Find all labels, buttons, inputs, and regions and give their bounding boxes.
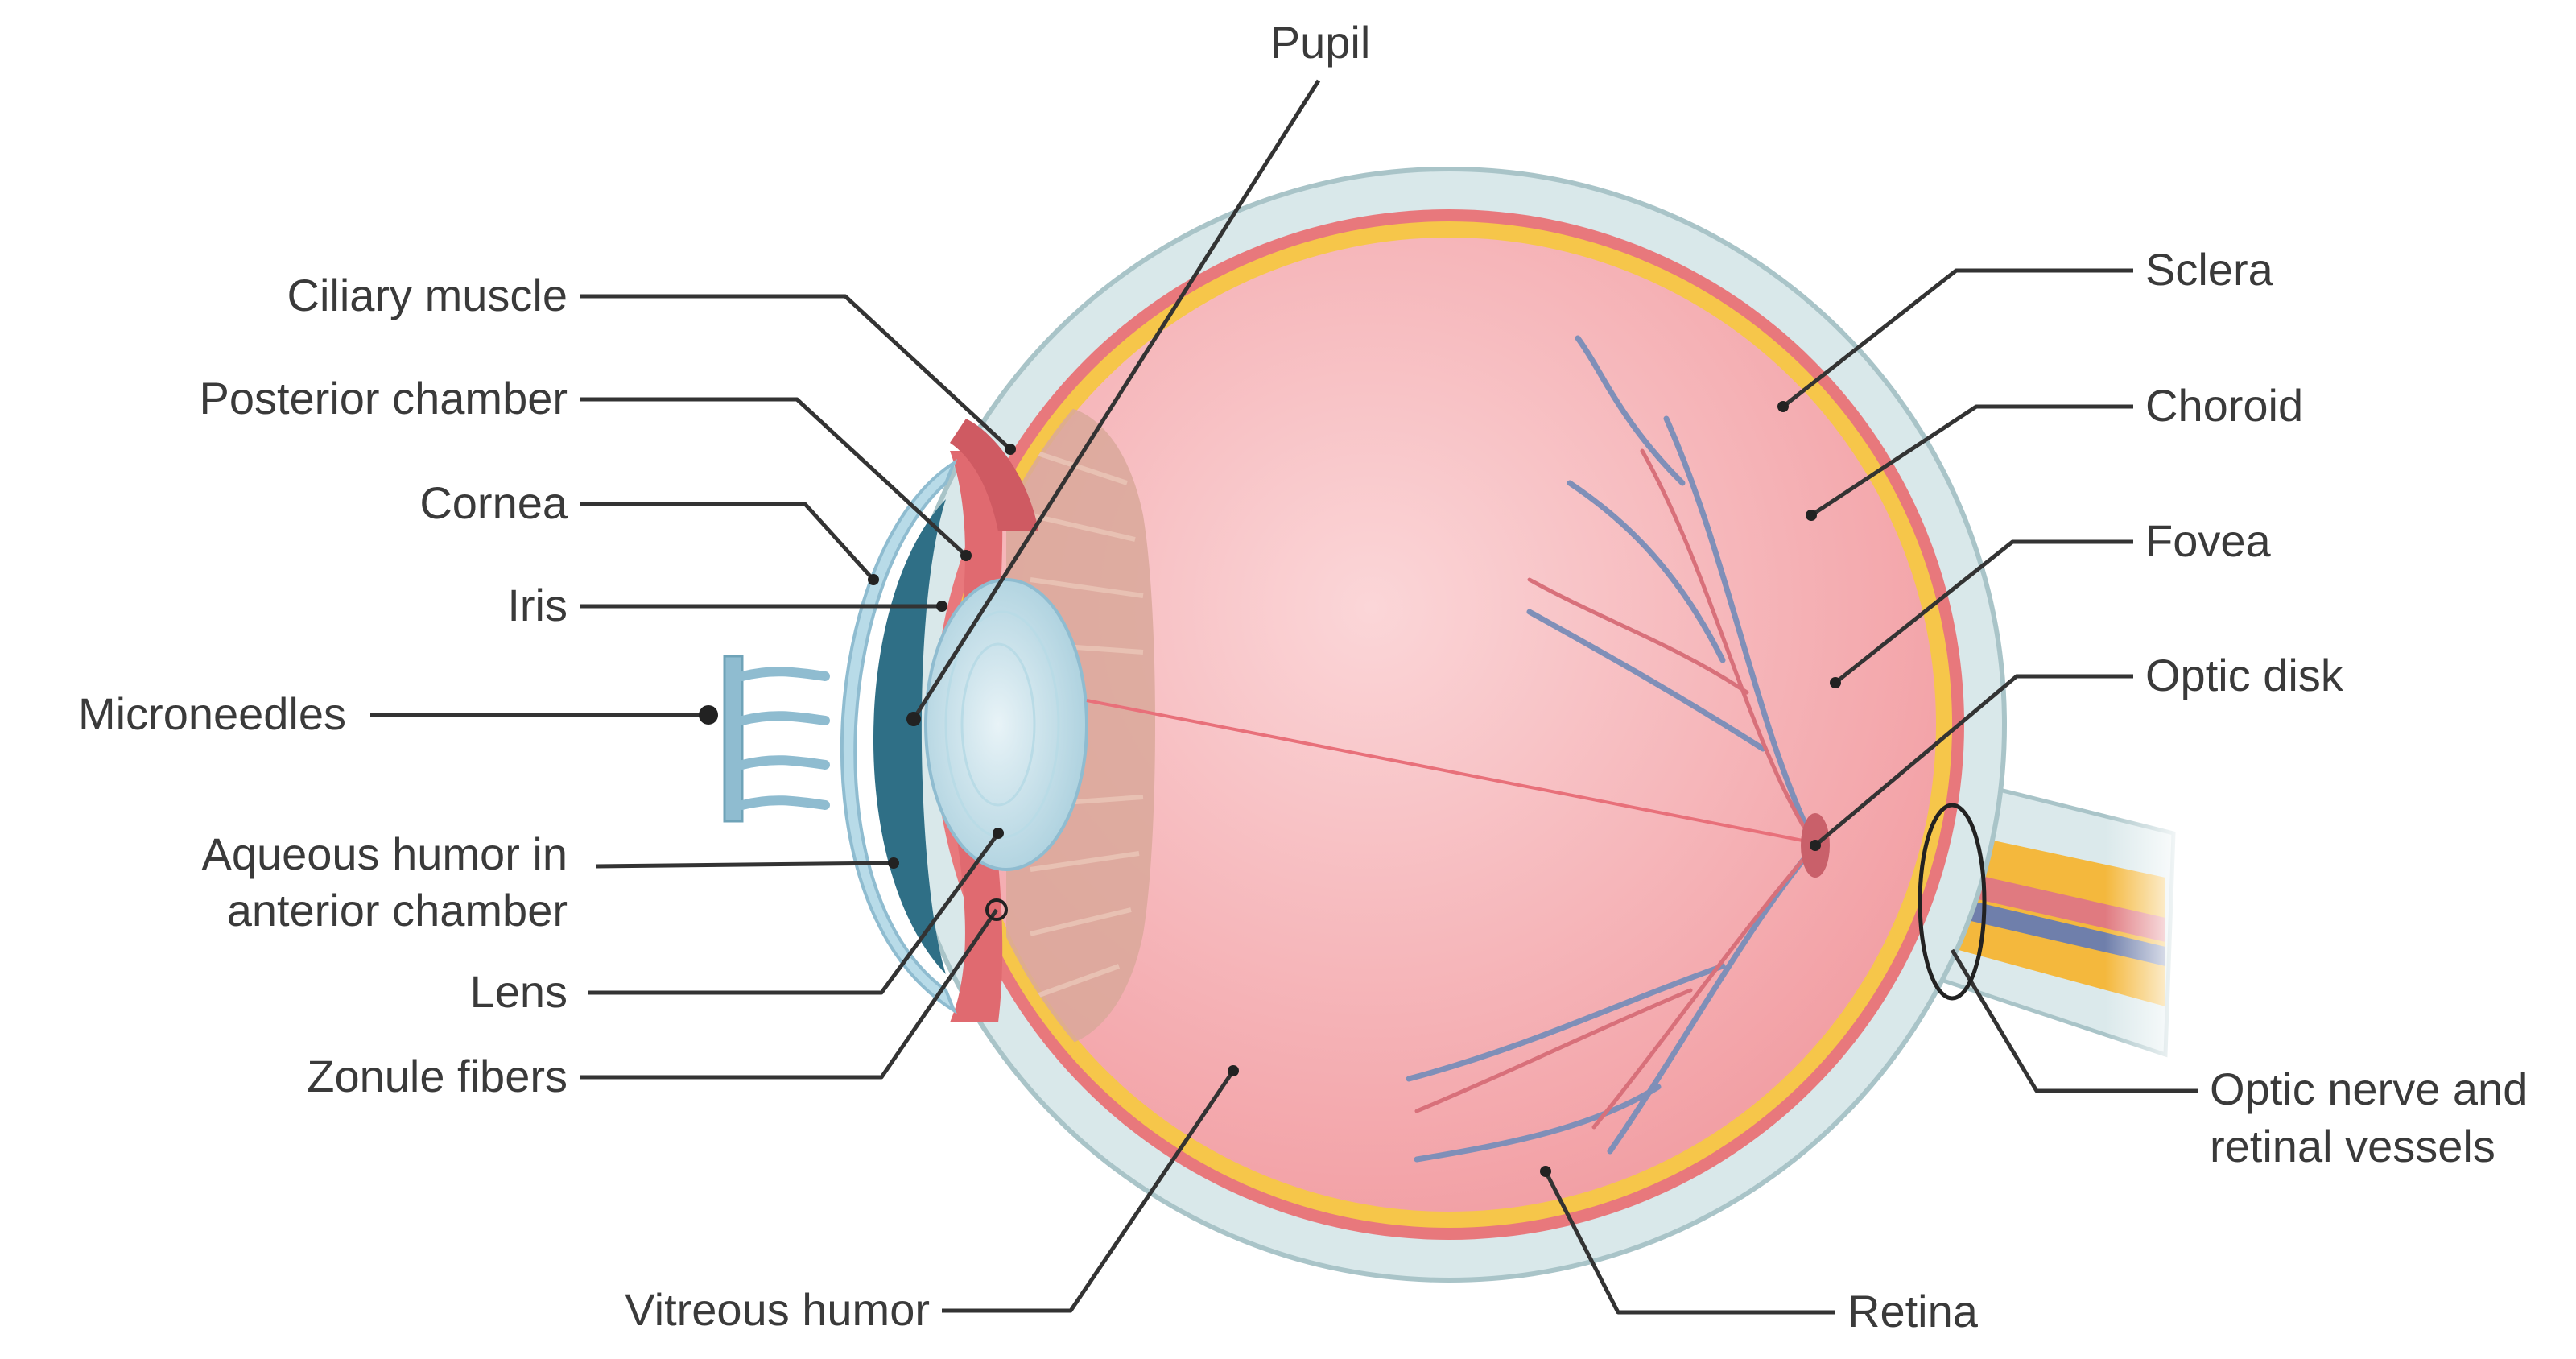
leader-aqueous-humor <box>595 861 894 869</box>
label-posterior-chamber: Posterior chamber <box>199 373 568 423</box>
leader-sclera <box>1781 268 2133 408</box>
leader-pupil <box>911 79 1321 721</box>
lens <box>924 578 1088 871</box>
anterior-chamber <box>873 499 946 974</box>
label-cornea: Cornea <box>419 477 568 528</box>
label-lens: Lens <box>470 966 568 1017</box>
label-microneedles: Microneedles <box>78 688 346 739</box>
leader-lens <box>588 832 1001 995</box>
leader-optic-disk <box>1814 674 2133 847</box>
label-fovea: Fovea <box>2145 515 2271 566</box>
label-optic-nerve-line2: retinal vessels <box>2210 1121 2496 1171</box>
leader-vitreous-humor <box>942 1069 1236 1313</box>
ciliary-muscle <box>950 419 1038 531</box>
label-pupil: Pupil <box>1270 17 1371 68</box>
leader-choroid <box>1810 404 2133 518</box>
label-aqueous-humor-line2: anterior chamber <box>227 885 568 936</box>
leader-zonule-fibers <box>580 908 999 1080</box>
labels: Pupil Ciliary muscle Posterior chamber C… <box>78 17 2528 1336</box>
label-ciliary-muscle: Ciliary muscle <box>287 270 568 320</box>
label-vitreous-humor: Vitreous humor <box>625 1284 930 1335</box>
leader-cornea <box>580 502 875 581</box>
leader-optic-nerve <box>1950 948 2198 1093</box>
label-optic-nerve-line1: Optic nerve and <box>2210 1064 2528 1114</box>
label-optic-disk: Optic disk <box>2145 650 2344 700</box>
label-retina: Retina <box>1847 1286 1979 1336</box>
leader-fovea <box>1834 539 2133 684</box>
label-aqueous-humor-line1: Aqueous humor in <box>201 828 568 879</box>
leader-retina <box>1543 1170 1835 1315</box>
microneedles-patch <box>723 655 830 823</box>
label-iris: Iris <box>507 580 568 630</box>
leader-lines <box>370 79 2198 1315</box>
anchor-dots <box>699 401 1987 1177</box>
leader-ciliary-muscle <box>580 294 1012 451</box>
label-sclera: Sclera <box>2145 244 2274 295</box>
label-zonule-fibers: Zonule fibers <box>307 1051 568 1101</box>
cornea <box>840 458 958 1014</box>
label-choroid: Choroid <box>2145 380 2303 431</box>
leader-posterior-chamber <box>580 397 968 557</box>
